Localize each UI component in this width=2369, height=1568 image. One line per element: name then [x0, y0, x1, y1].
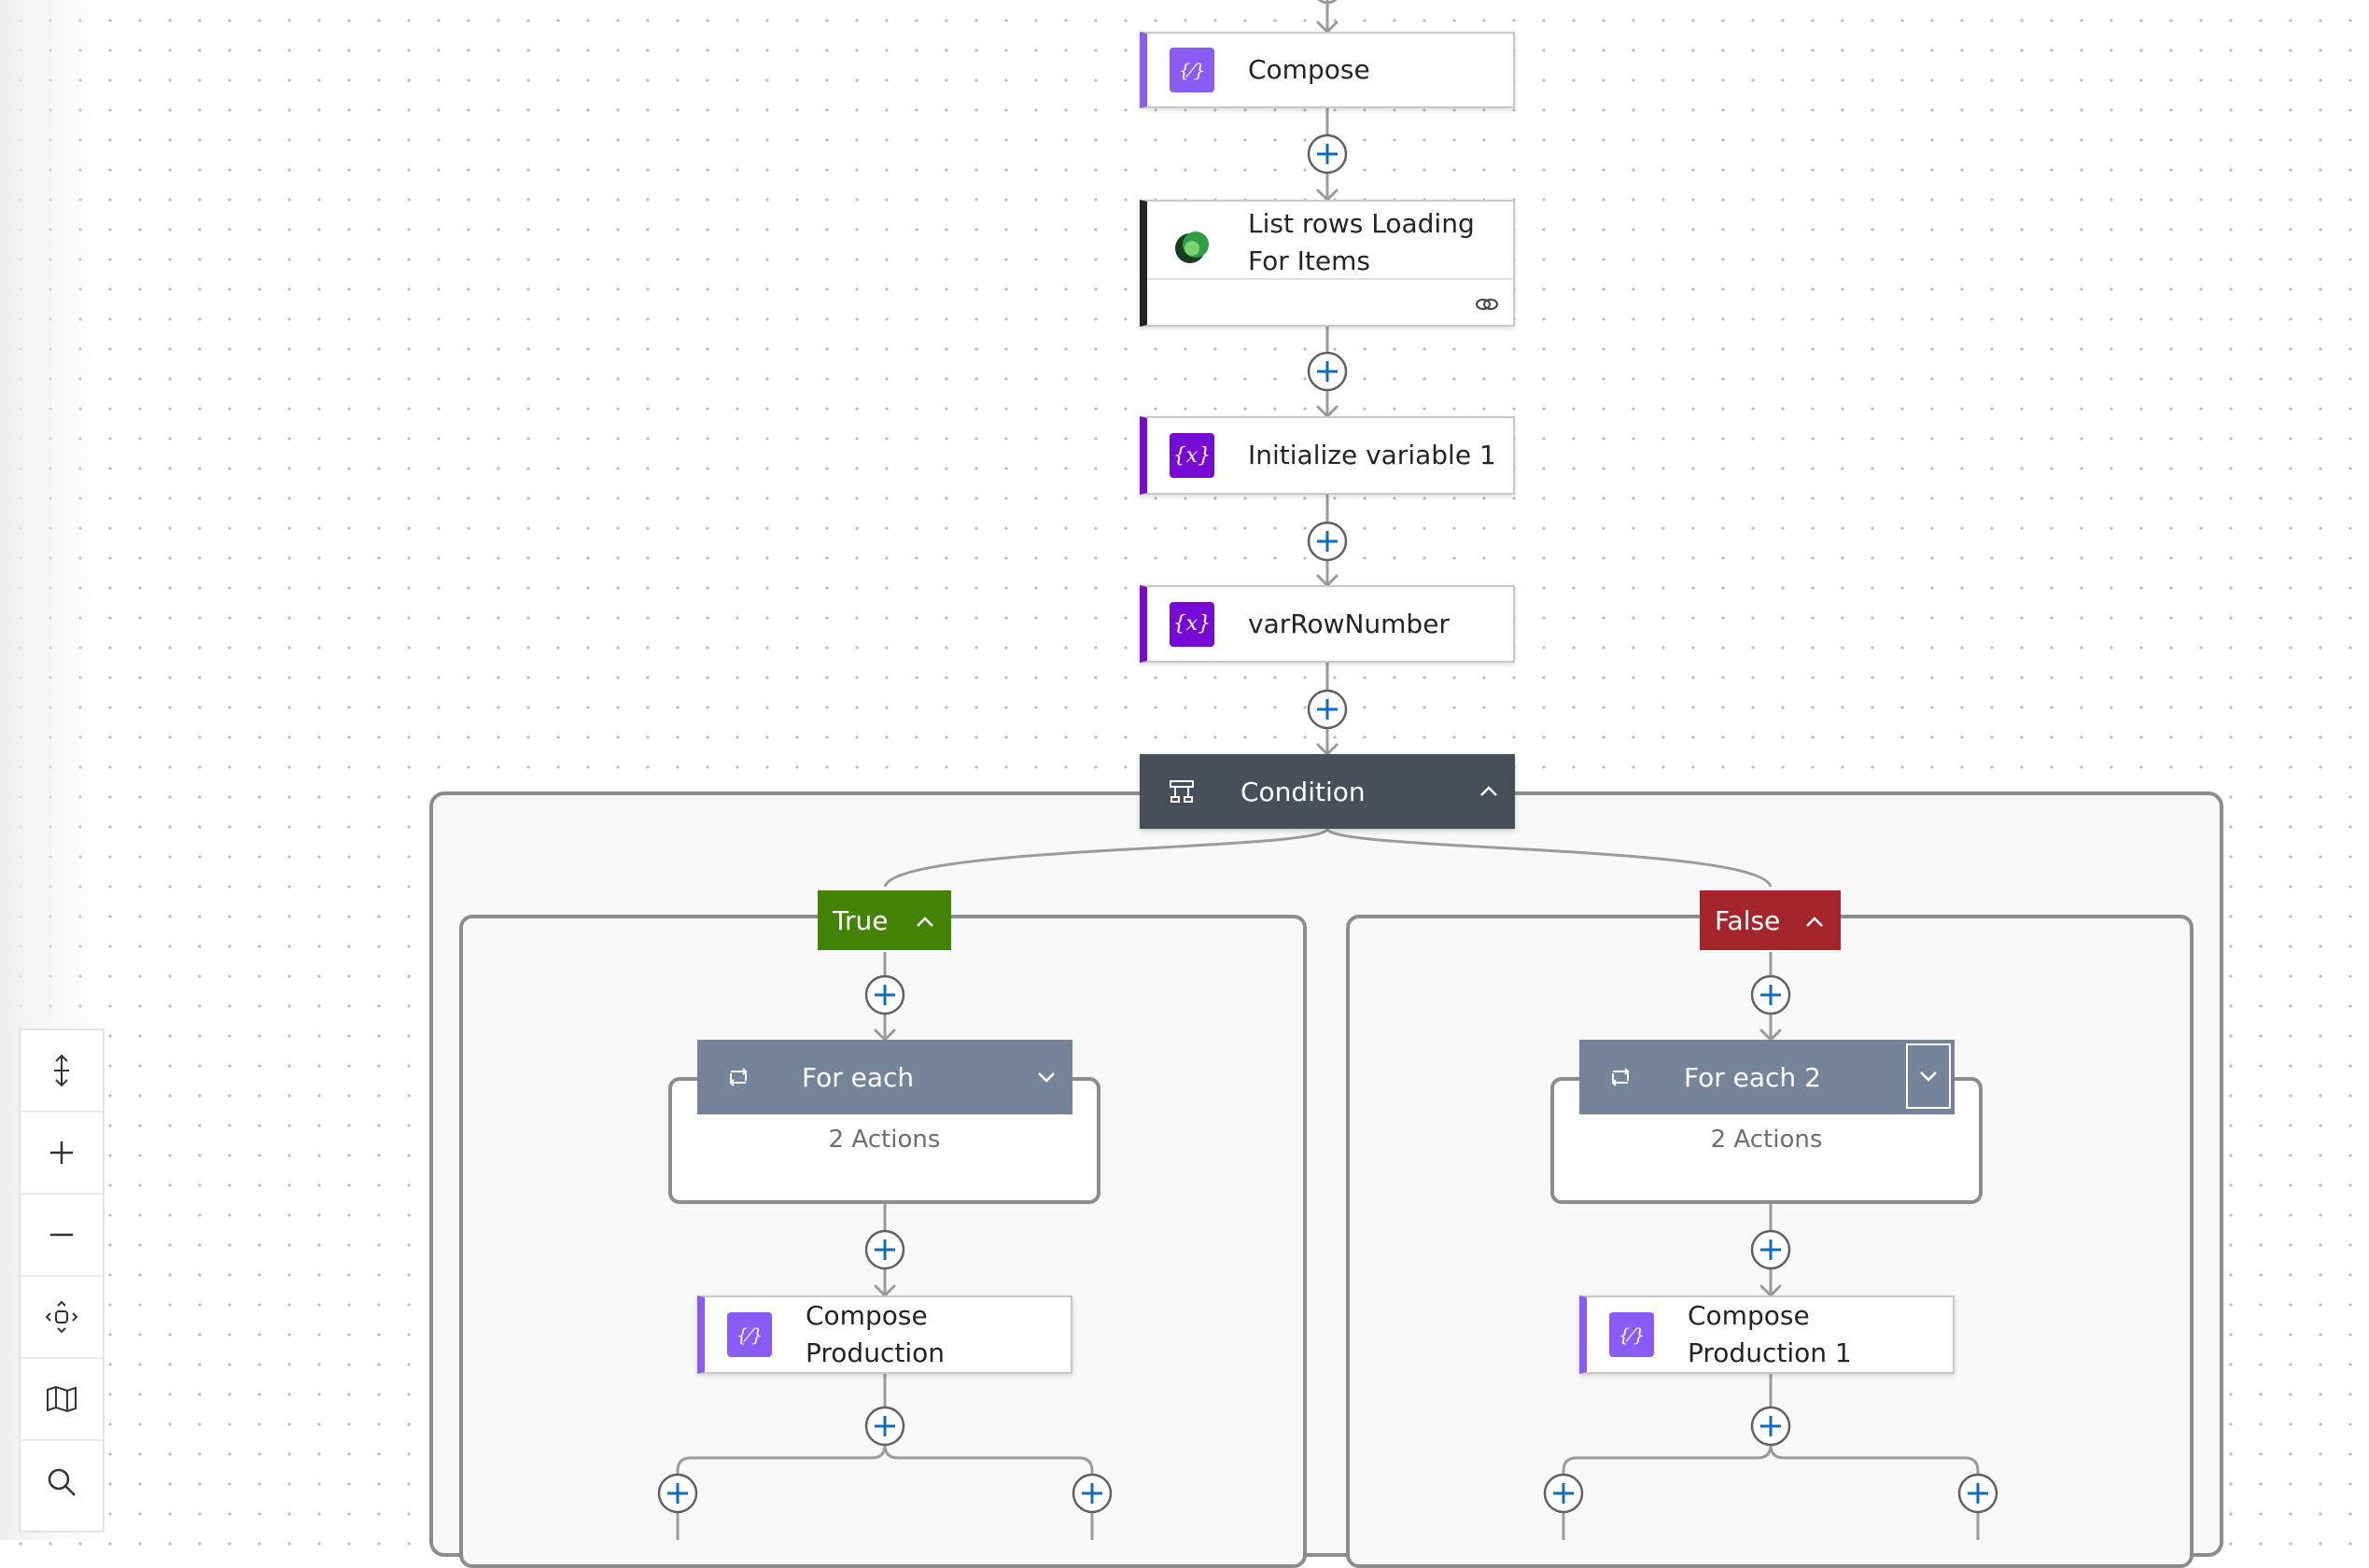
compose-production-card[interactable]: {⁄} Compose Production — [697, 1295, 1072, 1374]
compose-expression-icon: {⁄} — [727, 1312, 772, 1357]
fit-vertical-button[interactable] — [21, 1030, 103, 1113]
chevron-up-icon[interactable] — [1478, 780, 1500, 806]
for-each-label: For each — [802, 1061, 915, 1093]
zoom-out-icon — [50, 1233, 73, 1237]
initialize-variable-card[interactable]: {x} Initialize variable 1 — [1140, 416, 1515, 495]
add-step-icon[interactable] — [1307, 521, 1348, 562]
compose-production-1-card[interactable]: {⁄} Compose Production 1 — [1579, 1295, 1955, 1374]
condition-card[interactable]: Condition — [1140, 754, 1515, 829]
add-step-icon[interactable] — [1307, 689, 1348, 730]
chevron-down-icon[interactable] — [1906, 1043, 1951, 1109]
chevron-up-icon[interactable] — [914, 909, 936, 940]
loop-icon — [725, 1064, 751, 1094]
loop-icon — [1607, 1064, 1633, 1094]
loop-actions-count: 2 Actions — [828, 1126, 941, 1154]
compose-label: Compose — [1248, 54, 1370, 85]
variable-icon: {x} — [1170, 601, 1214, 647]
dataverse-icon — [1170, 224, 1214, 269]
add-step-icon[interactable] — [864, 974, 905, 1015]
add-step-icon[interactable] — [1750, 1229, 1791, 1270]
add-step-icon[interactable] — [1072, 1473, 1113, 1514]
add-step-icon[interactable] — [1957, 1473, 1998, 1514]
fit-view-button[interactable] — [21, 1277, 103, 1359]
add-step-icon[interactable] — [1543, 1473, 1584, 1514]
add-step-icon[interactable] — [657, 1473, 698, 1514]
for-each-2-label: For each 2 — [1684, 1061, 1821, 1093]
fit-vertical-icon — [54, 1054, 69, 1087]
for-each-2-header[interactable]: For each 2 — [1579, 1040, 1955, 1114]
list-rows-label: List rows Loading For Items — [1248, 208, 1475, 276]
compose-action-card[interactable]: {⁄} Compose — [1140, 32, 1515, 108]
initialize-variable-label: Initialize variable 1 — [1248, 440, 1496, 470]
zoom-in-icon — [50, 1141, 73, 1164]
search-button[interactable] — [21, 1441, 103, 1523]
chevron-down-icon[interactable] — [1035, 1066, 1058, 1092]
compose-production-1-label: Compose Production 1 — [1688, 1300, 1852, 1368]
compose-expression-icon: {⁄} — [1170, 48, 1214, 92]
variable-icon: {x} — [1170, 433, 1214, 478]
condition-icon — [1168, 778, 1196, 808]
add-step-icon[interactable] — [1307, 351, 1348, 392]
search-icon — [48, 1468, 76, 1496]
list-rows-action-card[interactable]: List rows Loading For Items — [1140, 200, 1515, 327]
false-label: False — [1715, 904, 1781, 936]
add-step-icon[interactable] — [864, 1229, 905, 1270]
compose-expression-icon: {⁄} — [1609, 1312, 1654, 1357]
add-step-icon[interactable] — [1307, 133, 1348, 175]
minimap-icon — [47, 1385, 77, 1413]
canvas-toolbar — [19, 1029, 105, 1533]
link-icon[interactable] — [1474, 291, 1500, 321]
var-row-number-label: varRowNumber — [1248, 608, 1450, 639]
false-branch-header[interactable]: False — [1700, 890, 1841, 950]
chevron-up-icon[interactable] — [1803, 909, 1826, 940]
true-branch-header[interactable]: True — [818, 890, 951, 950]
var-row-number-card[interactable]: {x} varRowNumber — [1140, 585, 1515, 663]
add-step-icon[interactable] — [864, 1406, 905, 1447]
add-step-icon[interactable] — [1750, 974, 1791, 1015]
for-each-header[interactable]: For each — [697, 1040, 1072, 1114]
add-step-icon[interactable] — [1750, 1406, 1791, 1447]
card-footer-divider — [1147, 278, 1513, 280]
loop-actions-count: 2 Actions — [1710, 1126, 1823, 1154]
fit-view-icon — [45, 1300, 78, 1334]
zoom-in-button[interactable] — [21, 1113, 103, 1195]
minimap-button[interactable] — [21, 1359, 103, 1441]
zoom-out-button[interactable] — [21, 1195, 103, 1277]
condition-label: Condition — [1241, 776, 1366, 807]
compose-production-label: Compose Production — [806, 1300, 945, 1368]
true-label: True — [833, 904, 889, 936]
